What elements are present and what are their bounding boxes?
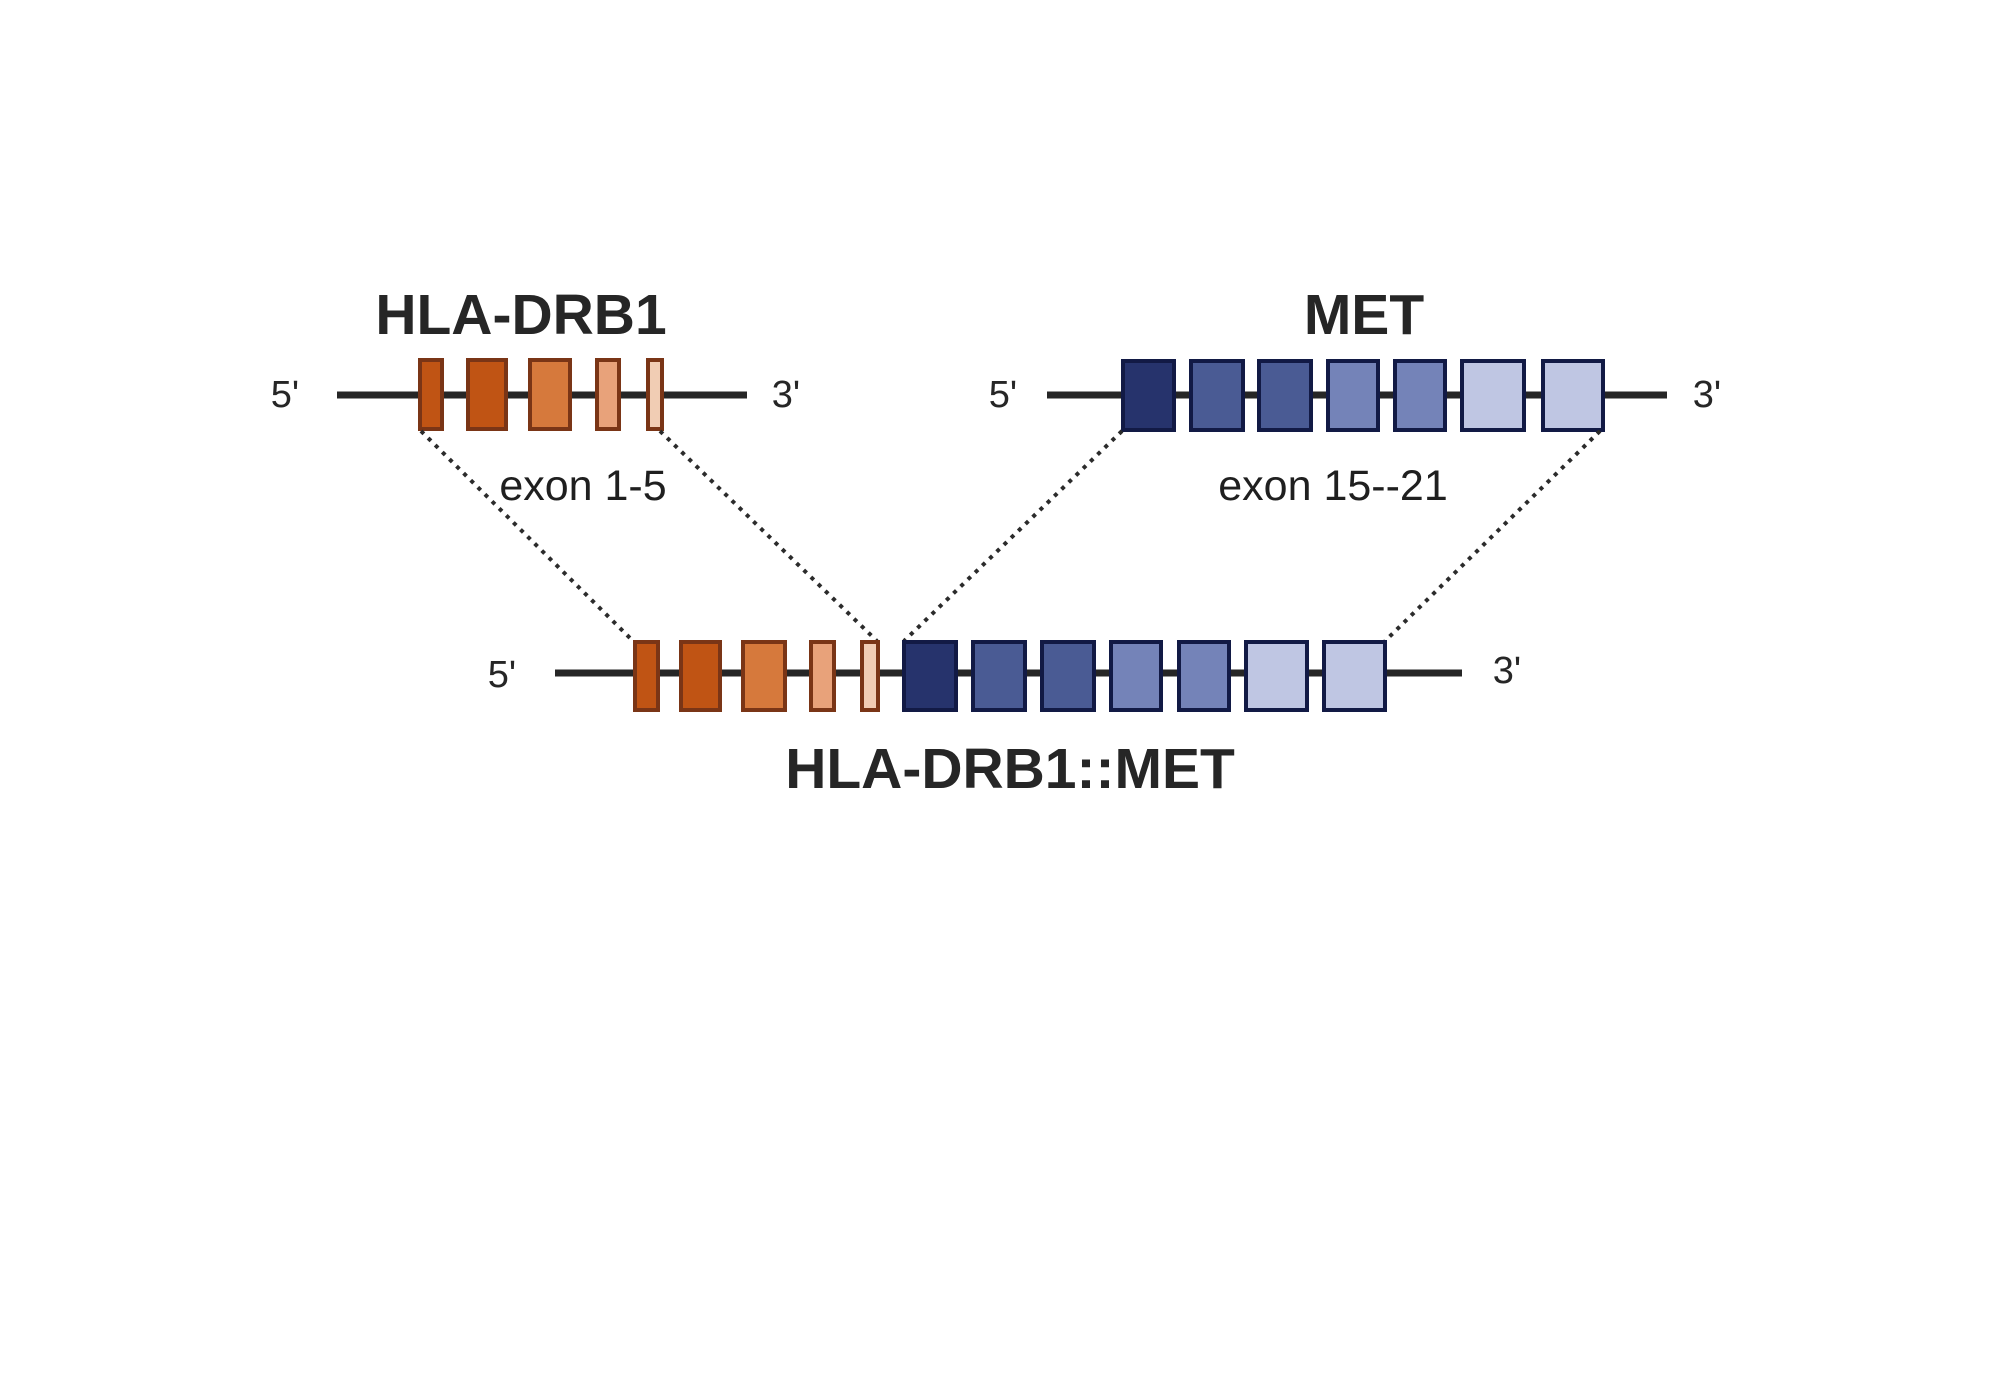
fusion-connectors (419, 429, 1602, 643)
fusion-hla-exon-2 (679, 640, 722, 712)
hla-right-connector (658, 429, 879, 643)
fusion-met-exon-2 (971, 640, 1027, 712)
met-exon-7 (1541, 359, 1605, 432)
fusion-hla-exon-1 (633, 640, 660, 712)
met-exon-3 (1257, 359, 1313, 432)
fusion-gene: 5' 3' HLA-DRB1::MET (488, 640, 1521, 801)
hla-drb1-three-prime-label: 3' (772, 374, 800, 416)
fusion-three-prime-label: 3' (1493, 650, 1521, 692)
fusion-hla-exon-5 (860, 640, 880, 712)
hla-drb1-exon-range-label: exon 1-5 (499, 462, 666, 510)
fusion-hla-exons (633, 640, 880, 712)
met-title: MET (1304, 283, 1425, 347)
met-exons (1121, 359, 1605, 432)
met-left-connector (902, 429, 1124, 643)
hla-drb1-exon-5 (646, 358, 664, 431)
fusion-hla-exon-4 (809, 640, 836, 712)
hla-drb1-exons (418, 358, 664, 431)
fusion-met-exon-5 (1177, 640, 1231, 712)
met-five-prime-label: 5' (989, 374, 1017, 416)
met-exon-1 (1121, 359, 1176, 432)
met-three-prime-label: 3' (1693, 374, 1721, 416)
met-exon-5 (1393, 359, 1447, 432)
fusion-met-exon-7 (1322, 640, 1387, 712)
hla-drb1-exon-4 (595, 358, 621, 431)
met-exon-4 (1326, 359, 1380, 432)
fusion-met-exon-1 (902, 640, 958, 712)
hla-drb1-exon-3 (528, 358, 572, 431)
hla-drb1-exon-2 (466, 358, 508, 431)
hla-drb1-gene: HLA-DRB1 5' 3' exon 1-5 (271, 283, 800, 510)
met-exon-range-label: exon 15--21 (1218, 462, 1448, 510)
hla-drb1-exon-1 (418, 358, 444, 431)
fusion-hla-exon-3 (741, 640, 787, 712)
met-right-connector (1383, 429, 1602, 643)
met-exon-6 (1460, 359, 1526, 432)
fusion-met-exon-6 (1244, 640, 1309, 712)
fusion-title: HLA-DRB1::MET (785, 737, 1235, 801)
fusion-met-exon-3 (1040, 640, 1096, 712)
met-exon-2 (1189, 359, 1245, 432)
met-gene: MET 5' 3' exon 15--21 (989, 283, 1721, 510)
fusion-met-exon-4 (1109, 640, 1163, 712)
fusion-met-exons (902, 640, 1387, 712)
fusion-five-prime-label: 5' (488, 654, 516, 696)
hla-drb1-title: HLA-DRB1 (375, 283, 666, 347)
hla-drb1-five-prime-label: 5' (271, 374, 299, 416)
